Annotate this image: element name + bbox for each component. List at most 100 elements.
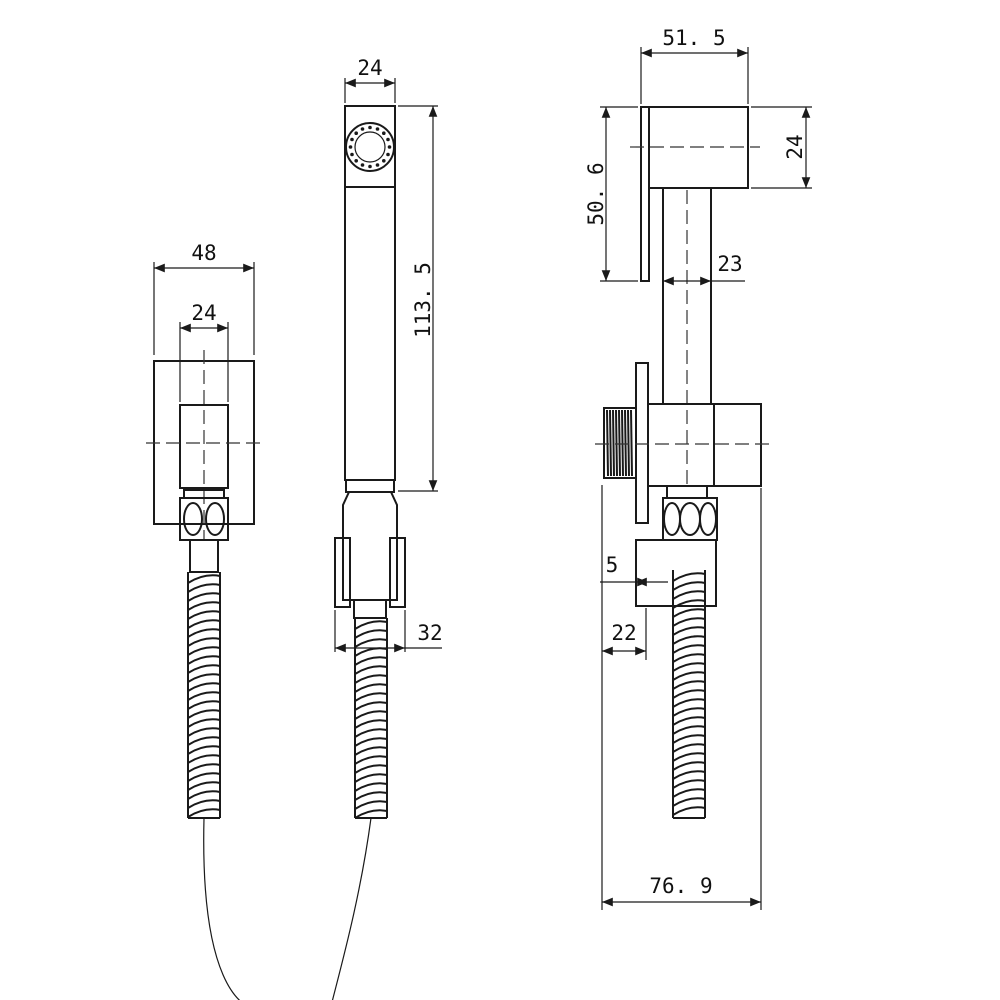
hose-coil-ring: [672, 581, 706, 591]
dim-overall-depth: 76. 9: [602, 488, 762, 910]
front-hose: [187, 572, 221, 819]
dim-label-48: 48: [191, 241, 216, 265]
spray-nozzle-dot: [348, 145, 353, 149]
hose-coil-ring: [187, 763, 221, 773]
hose-coil-ring: [187, 619, 221, 629]
nut-facet-left: [183, 502, 203, 536]
valve-handle: [713, 403, 762, 487]
spray-nozzle-dot: [387, 145, 392, 149]
hose-coil-ring: [187, 700, 221, 710]
hose-coil-ring: [187, 709, 221, 719]
spray-nozzle-dot: [386, 137, 390, 142]
hose-coil-ring: [672, 734, 706, 744]
hose-coil-ring: [354, 674, 388, 684]
handspray-handle: [344, 186, 396, 481]
thread-line: [609, 409, 612, 477]
dim-front-bracket-width: 24: [179, 301, 229, 402]
hose-coil-ring: [672, 671, 706, 681]
hose-coil-ring: [354, 656, 388, 666]
hose-coil-ring: [672, 761, 706, 771]
front-view: 48 24: [146, 241, 262, 819]
hose-coil-ring: [672, 716, 706, 726]
holder-bracket: [179, 404, 229, 489]
dim-label-113-5: 113. 5: [411, 262, 435, 338]
hose-coil-ring: [672, 635, 706, 645]
hose-loop-curve: [203, 817, 372, 1000]
spray-head: [344, 105, 396, 188]
hose-coil-ring: [672, 572, 706, 582]
hose-coil-ring: [672, 707, 706, 717]
side-nut: [662, 497, 718, 541]
hose-coil-ring: [672, 617, 706, 627]
hose-coil-ring: [187, 754, 221, 764]
handle-collar: [345, 479, 395, 493]
handspray-view: 24 113. 5 32: [203, 56, 443, 1000]
hose-coil-ring: [187, 790, 221, 800]
hose-coil-ring: [354, 647, 388, 657]
thread-line: [627, 409, 630, 477]
hose-coil-ring: [672, 770, 706, 780]
dim-label-24-front: 24: [191, 301, 216, 325]
top-wall-plate: [640, 106, 650, 282]
dim-label-32: 32: [417, 621, 442, 645]
hose-coil-ring: [187, 772, 221, 782]
dim-head-width: 24: [344, 56, 396, 103]
hose-coil-ring: [354, 800, 388, 810]
hose-coil-ring: [672, 806, 706, 816]
hose-coil-ring: [187, 664, 221, 674]
dim-label-50-6: 50. 6: [584, 162, 608, 225]
hose-coil-ring: [672, 743, 706, 753]
spray-nozzle-dot: [354, 131, 359, 135]
spray-nozzle-dot: [382, 159, 386, 163]
dim-holder-width: 32: [334, 610, 443, 653]
hose-coil-ring: [672, 608, 706, 618]
dim-arm-length: 51. 5: [640, 26, 749, 104]
hose-coil-ring: [672, 653, 706, 663]
spray-face-inner: [354, 131, 386, 163]
dim-label-51-5: 51. 5: [662, 26, 725, 50]
hose-coil-ring: [672, 725, 706, 735]
hose-coil-ring: [187, 808, 221, 818]
hose-coil-ring: [187, 682, 221, 692]
thread-line: [630, 409, 633, 477]
spray-nozzle-dot: [375, 163, 380, 167]
thread-line: [621, 409, 624, 477]
nut-facet-right: [205, 502, 225, 536]
thread-line: [615, 409, 618, 477]
hose-coil-ring: [354, 683, 388, 693]
hose-coil-ring: [187, 691, 221, 701]
hose-coil-ring: [187, 727, 221, 737]
spray-nozzle-dot: [360, 127, 365, 131]
hose-coil-ring: [187, 637, 221, 647]
hose-coil-ring: [354, 782, 388, 792]
hose-coil-ring: [354, 665, 388, 675]
hose-coil-ring: [187, 781, 221, 791]
side-nut-facet-mid: [679, 502, 701, 536]
side-hose: [672, 570, 706, 819]
hose-coil-ring: [672, 590, 706, 600]
holder-wing-left: [334, 537, 351, 608]
thread-line: [624, 409, 627, 477]
hose-coil-ring: [354, 791, 388, 801]
spray-nozzle-dot: [354, 159, 359, 163]
dim-head-height: 24: [751, 106, 812, 189]
spray-nozzle-dot: [360, 163, 365, 167]
dim-label-24-head: 24: [357, 56, 382, 80]
dim-handle-width: 23: [663, 252, 745, 286]
dim-label-5: 5: [606, 553, 619, 577]
hose-coil-ring: [187, 736, 221, 746]
hose-coil-ring: [354, 629, 388, 639]
dim-handle-length: 113. 5: [398, 105, 438, 492]
hose-connector: [342, 491, 398, 601]
dim-label-22: 22: [611, 621, 636, 645]
spray-nozzle-dot: [368, 164, 372, 169]
hose-coil-ring: [187, 583, 221, 593]
spray-nozzle-dot: [350, 152, 354, 157]
dim-plate-height: 50. 6: [584, 106, 638, 282]
hose-coil-ring: [672, 626, 706, 636]
spray-face-outer: [345, 122, 395, 172]
hose-coil-ring: [354, 710, 388, 720]
dim-holder-offset: 22: [601, 485, 647, 910]
inlet-thread: [603, 407, 637, 479]
hose-coil-ring: [672, 689, 706, 699]
